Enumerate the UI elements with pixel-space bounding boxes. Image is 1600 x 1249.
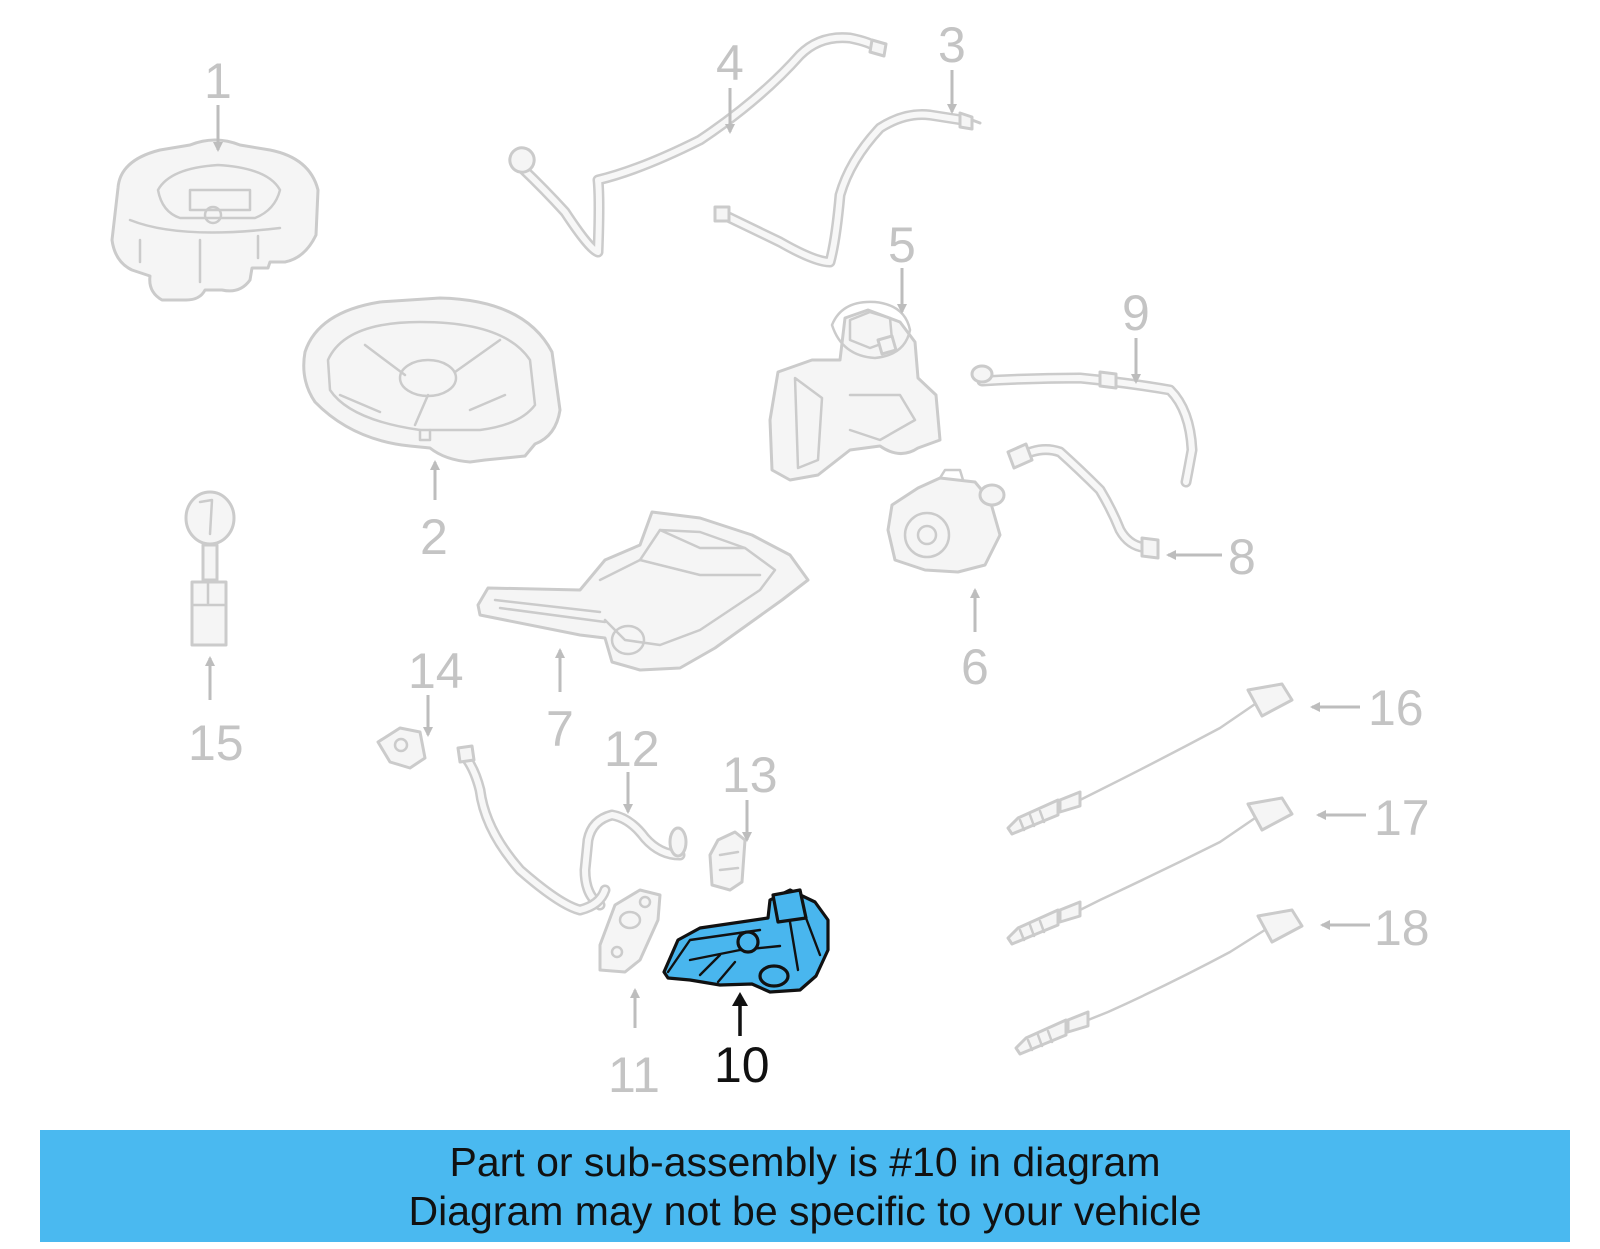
caption-line-2: Diagram may not be specific to your vehi… [408,1188,1202,1234]
callout-7: 7 [546,701,574,757]
part-12-pipe[interactable] [579,809,688,911]
callout-2: 2 [420,509,448,565]
callout-15: 15 [188,715,244,771]
callout-1: 1 [204,53,232,109]
part-1-housing[interactable] [110,138,320,302]
part-2-shield[interactable] [302,296,562,464]
part-13-bracket[interactable] [708,830,747,892]
leader-arrows [205,70,1370,1036]
callout-11: 11 [608,1047,660,1103]
part-11-gasket[interactable] [598,888,662,974]
part-5-valve[interactable] [768,300,942,482]
callout-13: 13 [722,747,778,803]
callout-5: 5 [888,217,916,273]
callout-18: 18 [1374,900,1430,956]
part-18-o2-sensor[interactable] [1014,908,1304,1056]
part-6-pump[interactable] [886,468,1006,574]
callout-12: 12 [604,721,660,777]
caption-banner: Part or sub-assembly is #10 in diagram D… [40,1130,1570,1242]
part-9-hose[interactable] [970,364,1198,488]
callout-labels: 1 2 3 4 5 6 7 8 9 10 11 12 13 14 15 16 1… [188,17,1430,1103]
part-7-manifold[interactable] [476,510,810,672]
callout-16: 16 [1368,680,1424,736]
callout-9: 9 [1122,285,1150,341]
callout-17: 17 [1374,790,1430,846]
part-4-hose[interactable] [508,32,888,258]
callout-8: 8 [1228,529,1256,585]
caption-line-1: Part or sub-assembly is #10 in diagram [449,1139,1161,1185]
callout-10: 10 [714,1037,770,1093]
part-16-o2-sensor[interactable] [1006,682,1294,836]
part-3-hose[interactable] [713,109,982,268]
part-14-bracket[interactable] [376,726,427,770]
part-10-air-pump-highlighted[interactable] [662,888,830,994]
callout-14: 14 [408,643,464,699]
part-15-sensor[interactable] [184,490,236,647]
callout-6: 6 [961,639,989,695]
pipe-long[interactable] [456,744,611,916]
parts-diagram: 1 2 3 4 5 6 7 8 9 10 11 12 13 14 15 16 1… [110,17,1430,1103]
part-8-hose[interactable] [1006,442,1160,560]
part-17-o2-sensor[interactable] [1006,796,1294,946]
callout-4: 4 [716,35,744,91]
callout-3: 3 [938,17,966,73]
